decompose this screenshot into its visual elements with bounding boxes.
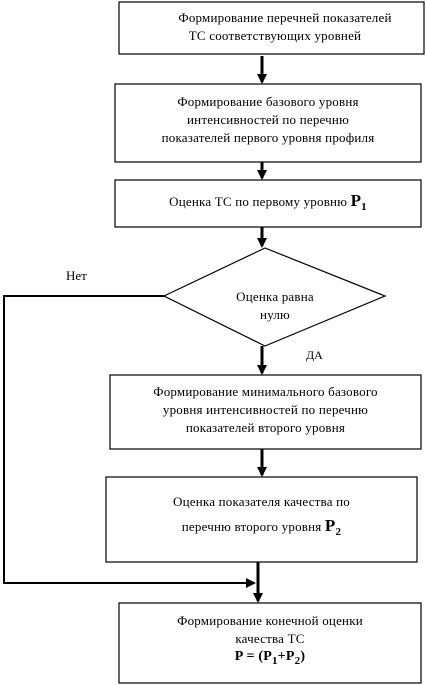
box-5-line-2: перечню второго уровня P2 (108, 514, 415, 540)
formula-sub-2: 2 (294, 655, 301, 667)
box-5 (105, 476, 418, 563)
box-2-line-2: интенсивностей по перечню (187, 112, 349, 127)
box-1-text: Формирование перечней показателей ТС соо… (130, 9, 420, 45)
box-1 (118, 1, 425, 55)
label-no: Нет (66, 268, 87, 283)
box-3 (114, 179, 422, 228)
box-4-line-1: Формирование минимального базового (153, 384, 378, 399)
formula-plus: +P (277, 649, 295, 664)
no-branch-line (3, 295, 246, 584)
decision-text: Оценка равна нулю (215, 288, 335, 324)
decision-diamond (162, 247, 387, 347)
box-3-subscript: 1 (361, 201, 367, 213)
box-5-label: перечню второго уровня (181, 519, 322, 534)
box-4-text: Формирование минимального базового уровн… (112, 383, 419, 437)
box-3-symbol: P (350, 191, 362, 210)
box-2 (114, 83, 422, 163)
decision-line-1: Оценка равна (236, 289, 314, 304)
formula-lhs: P = (P (234, 649, 272, 664)
formula-close: ) (300, 649, 306, 664)
box-3-text: Оценка ТС по первому уровню P1 (117, 191, 419, 214)
box-4-line-2: уровня интенсивностей по перечню (162, 402, 369, 417)
decision-line-2: нулю (260, 307, 290, 322)
box-1-line-2: ТС соответствующих уровней (188, 28, 362, 43)
box-3-label: Оценка ТС по первому уровню (169, 194, 348, 209)
formula-sub-1: 1 (271, 655, 278, 667)
label-yes: ДА (306, 348, 323, 362)
box-6 (118, 602, 422, 684)
no-branch-arrowhead (246, 578, 256, 588)
box-6-text: Формирование конечной оценки качества ТС… (121, 612, 419, 667)
box-1-line-1: Формирование перечней показателей (178, 10, 392, 25)
box-5-text: Оценка показателя качества по перечню вт… (108, 490, 415, 540)
box-4-line-3: показателей второго уровня (185, 420, 346, 435)
box-2-line-3: показателей первого уровня профиля (161, 130, 375, 145)
box-4 (109, 374, 422, 450)
box-5-line-1: Оценка показателя качества по (173, 494, 350, 509)
box-6-line-2: качества ТС (235, 631, 305, 646)
box-6-formula: P = (P1+P2) (121, 648, 419, 667)
box-5-subscript: 2 (335, 526, 342, 538)
box-2-text: Формирование базового уровня интенсивнос… (117, 93, 419, 147)
box-6-line-1: Формирование конечной оценки (177, 613, 363, 628)
box-5-symbol: P (324, 516, 336, 535)
box-2-line-1: Формирование базового уровня (177, 94, 359, 109)
